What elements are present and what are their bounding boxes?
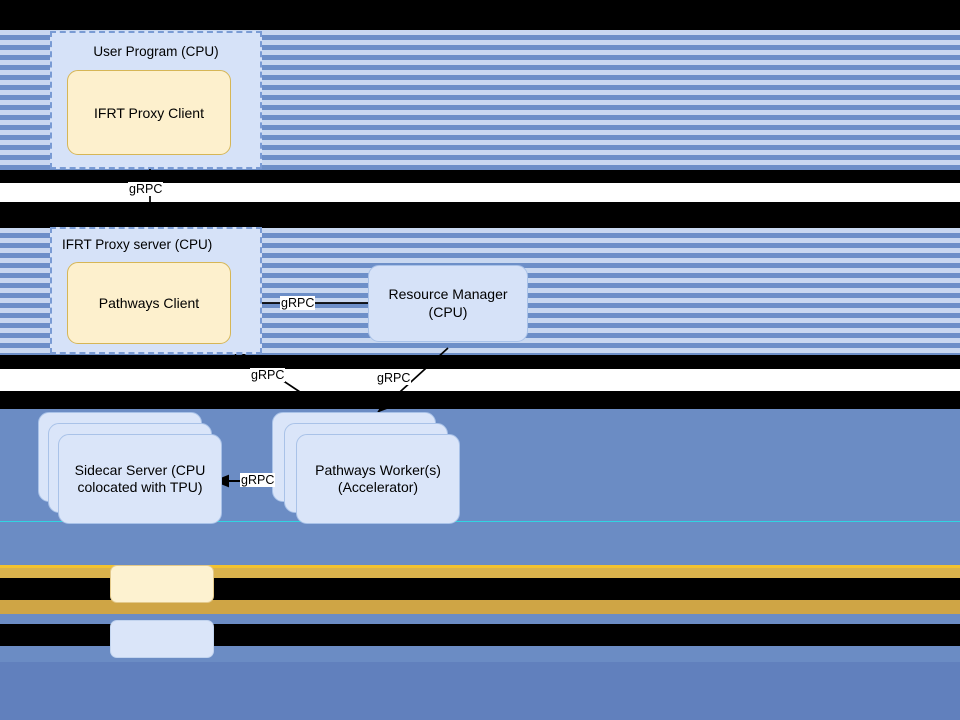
- node-pathways-worker-text: Pathways Worker(s) (Accelerator): [315, 462, 441, 497]
- artifact-occlusion-legend-1: [0, 578, 960, 600]
- background-band-black-1: [0, 170, 960, 183]
- node-resource-manager-line1: Resource Manager: [388, 286, 508, 302]
- edge-label-grpc-5: gRPC: [240, 473, 276, 487]
- node-pathways-worker-line2: (Accelerator): [337, 479, 419, 495]
- legend-band-yellow-rule: [0, 565, 960, 568]
- node-user-program-title: User Program (CPU): [93, 44, 219, 59]
- edge-label-grpc-2: gRPC: [280, 296, 316, 310]
- node-pathways-worker[interactable]: Pathways Worker(s) (Accelerator): [296, 434, 460, 524]
- legend-swatch-blue: [110, 620, 214, 658]
- node-sidecar-server-text: Sidecar Server (CPU colocated with TPU): [75, 462, 206, 497]
- edge-grpc-rm-to-worker: [377, 347, 449, 413]
- artifact-cyan-line: [0, 521, 960, 522]
- background-band-black-4: [0, 391, 960, 409]
- background-band-white-1: [0, 183, 960, 202]
- node-resource-manager-line2: (CPU): [428, 303, 468, 320]
- node-ifrt-proxy-client-label: IFRT Proxy Client: [94, 104, 204, 121]
- node-resource-manager[interactable]: Resource Manager (CPU): [368, 265, 528, 342]
- artifact-occlusion-legend-2: [0, 624, 960, 646]
- background-band-black-2: [0, 202, 960, 228]
- node-sidecar-server[interactable]: Sidecar Server (CPU colocated with TPU): [58, 434, 222, 524]
- node-ifrt-proxy-server-title: IFRT Proxy server (CPU): [62, 237, 213, 252]
- background-band-white-2: [0, 369, 960, 391]
- background-band-blue-bottom: [0, 662, 960, 720]
- node-pathways-worker-line1: Pathways Worker(s): [315, 461, 441, 478]
- node-sidecar-server-line1: Sidecar Server (CPU: [74, 461, 206, 478]
- node-pathways-client-label: Pathways Client: [98, 295, 200, 311]
- legend-swatch-yellow: [110, 565, 214, 603]
- node-sidecar-server-line2: colocated with TPU): [77, 479, 203, 495]
- legend-band-gold-2: [0, 600, 960, 614]
- node-pathways-client[interactable]: Pathways Client: [67, 262, 231, 344]
- node-ifrt-proxy-client[interactable]: IFRT Proxy Client: [67, 70, 231, 155]
- edge-label-grpc-3: gRPC: [250, 368, 286, 382]
- node-resource-manager-text: Resource Manager (CPU): [388, 286, 507, 321]
- edge-label-grpc-1: gRPC: [128, 182, 164, 196]
- background-band-black-top: [0, 0, 960, 30]
- edge-label-grpc-4: gRPC: [376, 371, 412, 385]
- background-band-black-3: [0, 355, 960, 369]
